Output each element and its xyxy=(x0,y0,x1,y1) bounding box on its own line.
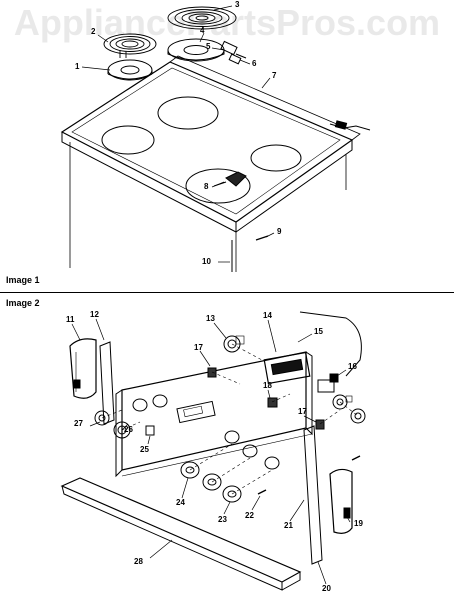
leader-lines-image1 xyxy=(81,5,275,263)
cooktop-assembly xyxy=(60,6,371,272)
switch xyxy=(207,367,217,378)
side-bracket-left xyxy=(99,341,115,425)
callout-16: 16 xyxy=(348,362,357,371)
knob xyxy=(94,410,110,426)
knob xyxy=(202,473,222,491)
callout-12: 12 xyxy=(90,310,99,319)
end-cap-right xyxy=(329,468,353,534)
callout-10: 10 xyxy=(202,257,211,266)
terminal-block xyxy=(220,40,238,56)
surface-element-large xyxy=(167,6,237,30)
callout-9: 9 xyxy=(277,227,282,236)
callout-13: 13 xyxy=(206,314,215,323)
side-bracket-right xyxy=(303,425,323,565)
receptacle-bracket xyxy=(225,171,247,187)
callout-2: 2 xyxy=(91,27,96,36)
screw xyxy=(257,489,267,495)
callout-6: 6 xyxy=(252,59,257,68)
callout-1: 1 xyxy=(75,62,80,71)
knob xyxy=(180,461,200,479)
knob xyxy=(113,421,131,439)
wire-harness xyxy=(299,311,362,377)
callout-3: 3 xyxy=(235,0,240,9)
callout-17-right: 17 xyxy=(298,407,307,416)
drip-pan-large xyxy=(167,38,225,62)
callout-7: 7 xyxy=(272,71,277,80)
callout-5: 5 xyxy=(206,42,211,51)
burner-opening-center xyxy=(157,96,219,130)
terminal-block-small xyxy=(228,53,242,65)
callout-27: 27 xyxy=(74,419,83,428)
callout-25: 25 xyxy=(140,445,149,454)
section-label: Image 1 xyxy=(6,275,40,285)
relay xyxy=(317,379,335,393)
callout-21: 21 xyxy=(284,521,293,530)
callout-24: 24 xyxy=(176,498,185,507)
callout-4: 4 xyxy=(200,26,205,35)
end-cap-left xyxy=(69,338,97,399)
switch xyxy=(267,397,278,408)
callout-17: 17 xyxy=(194,343,203,352)
cooktop-front-edge xyxy=(61,132,237,233)
callout-11: 11 xyxy=(66,315,75,324)
callout-19: 19 xyxy=(354,519,363,528)
callout-28: 28 xyxy=(134,557,143,566)
burner-opening-left-front xyxy=(101,125,155,155)
cooktop-top xyxy=(60,61,354,223)
section-divider xyxy=(0,292,454,293)
callout-22: 22 xyxy=(245,511,254,520)
section-label: Image 2 xyxy=(6,298,40,308)
callout-26: 26 xyxy=(124,425,133,434)
clock-timer xyxy=(263,351,311,385)
control-panel-assembly xyxy=(60,311,366,591)
knob xyxy=(222,485,242,503)
surface-element-small xyxy=(103,33,157,58)
leader-lines-image2 xyxy=(71,318,351,585)
burner-opening-right-front xyxy=(185,168,251,204)
callout-8: 8 xyxy=(204,182,209,191)
callout-14: 14 xyxy=(263,311,272,320)
switch xyxy=(315,419,325,430)
callout-18: 18 xyxy=(263,381,272,390)
front-trim xyxy=(60,477,302,583)
switch xyxy=(145,425,155,436)
burner-opening-right-rear xyxy=(250,144,302,172)
callout-15: 15 xyxy=(314,327,323,336)
callout-23: 23 xyxy=(218,515,227,524)
callout-20: 20 xyxy=(322,584,331,593)
watermark: AppliancePartsPros.com xyxy=(13,2,441,43)
